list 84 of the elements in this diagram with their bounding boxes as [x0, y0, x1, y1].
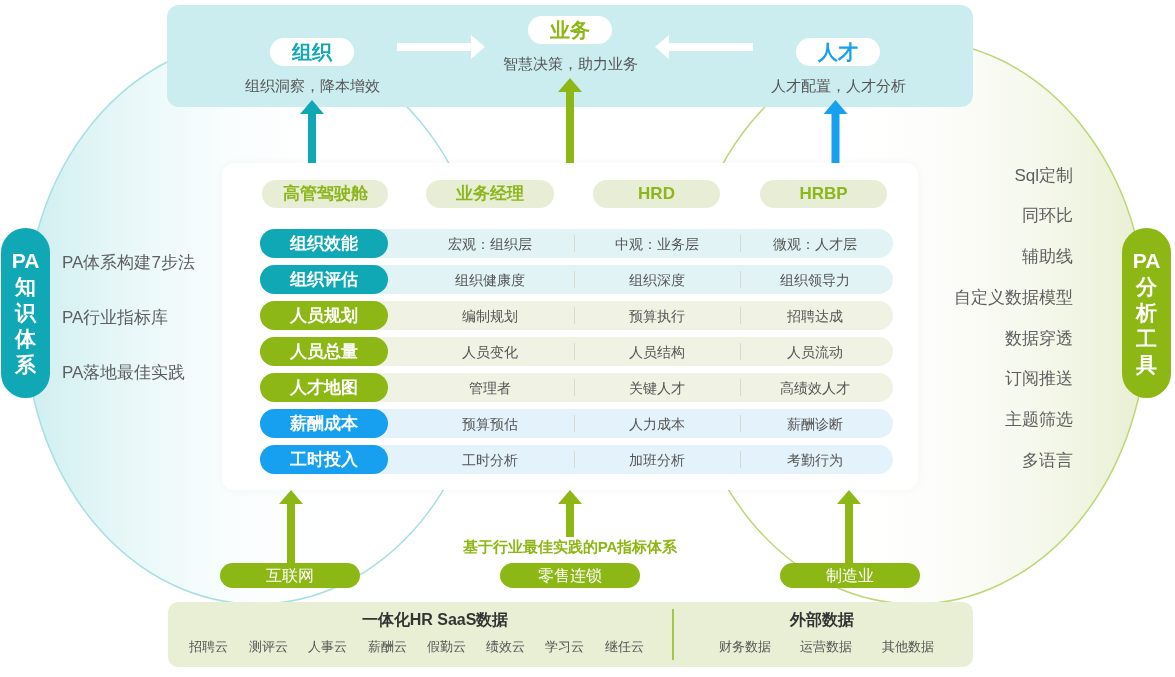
heading-pill: 组织 [270, 38, 354, 66]
arrow [558, 78, 582, 163]
section-heading: 基于行业最佳实践的PA指标体系 [462, 537, 678, 557]
metric-text: 管理者 [469, 378, 511, 397]
row-header-pill: 人员总量 [260, 337, 388, 366]
row-header-pill: 组织评估 [260, 265, 388, 294]
source-item: 测评云 [248, 638, 288, 656]
role-header: 业务经理 [426, 180, 554, 208]
subtitle: 智慧决策，助力业务 [502, 54, 638, 74]
source-item: 招聘云 [188, 638, 228, 656]
metric-text: 组织深度 [629, 270, 685, 289]
metric-text: 加班分析 [629, 450, 685, 469]
row-band [260, 337, 893, 366]
metric-text: 人员变化 [462, 342, 518, 361]
metric-text: 组织领导力 [780, 270, 850, 289]
row-header-pill: 人员规划 [260, 301, 388, 330]
metric-text: 预算预估 [462, 414, 518, 433]
row-band [260, 445, 893, 474]
metric-text: 薪酬诊断 [787, 414, 843, 433]
arrow [279, 490, 303, 563]
source-item: 继任云 [604, 638, 644, 656]
matrix-panel [222, 163, 918, 490]
industry-pill: 零售连锁 [500, 563, 640, 588]
row-header-pill: 组织效能 [260, 229, 388, 258]
metric-text: 招聘达成 [787, 306, 843, 325]
industry-pill: 互联网 [220, 563, 360, 588]
metric-text: 考勤行为 [787, 450, 843, 469]
side-tab: PA知识体系 [1, 228, 50, 398]
row-header-pill: 人才地图 [260, 373, 388, 402]
row-band [260, 409, 893, 438]
subtitle: 人才配置，人才分析 [770, 76, 906, 96]
list-item: 同环比 [1022, 205, 1073, 227]
list-item: 辅助线 [1022, 246, 1073, 268]
metric-text: 预算执行 [629, 306, 685, 325]
row-header-pill: 薪酬成本 [260, 409, 388, 438]
source-item: 绩效云 [485, 638, 525, 656]
source-item: 人事云 [307, 638, 347, 656]
list-item: 主题筛选 [1005, 409, 1073, 431]
heading-pill: 人才 [796, 38, 880, 66]
list-item: 多语言 [1022, 450, 1073, 472]
role-header: HRD [593, 180, 720, 208]
metric-text: 高绩效人才 [780, 378, 850, 397]
metric-text: 宏观：组织层 [448, 234, 532, 253]
row-band [260, 229, 893, 258]
heading-pill: 业务 [528, 16, 612, 44]
list-item: PA体系构建7步法 [62, 252, 195, 274]
metric-text: 组织健康度 [455, 270, 525, 289]
metric-text: 工时分析 [462, 450, 518, 469]
industry-pill: 制造业 [780, 563, 920, 588]
metric-text: 编制规划 [462, 306, 518, 325]
list-item: Sql定制 [1014, 165, 1073, 187]
metric-text: 中观：业务层 [615, 234, 699, 253]
data-source-panel [168, 602, 973, 667]
source-item: 薪酬云 [367, 638, 407, 656]
subtitle: 组织洞察，降本增效 [244, 76, 380, 96]
metric-text: 人员结构 [629, 342, 685, 361]
list-item: 数据穿透 [1005, 328, 1073, 350]
role-header: 高管驾驶舱 [262, 180, 388, 208]
list-item: 订阅推送 [1005, 368, 1073, 390]
list-item: PA行业指标库 [62, 307, 169, 329]
arrow [823, 100, 848, 163]
metric-text: 人员流动 [787, 342, 843, 361]
list-item: PA落地最佳实践 [62, 362, 186, 384]
panel-heading: 外部数据 [790, 610, 854, 630]
list-item: 自定义数据模型 [954, 287, 1073, 309]
metric-text: 人力成本 [629, 414, 685, 433]
row-band [260, 373, 893, 402]
arrow [837, 490, 861, 563]
source-item: 其他数据 [882, 638, 934, 656]
side-tab: PA分析工具 [1122, 228, 1171, 398]
role-header: HRBP [760, 180, 887, 208]
metric-text: 微观：人才层 [773, 234, 857, 253]
row-header-pill: 工时投入 [260, 445, 388, 474]
source-item: 财务数据 [719, 638, 771, 656]
metric-text: 关键人才 [629, 378, 685, 397]
row-band [260, 265, 893, 294]
goal-panel [167, 5, 973, 107]
source-item: 运营数据 [800, 638, 852, 656]
source-item: 假勤云 [426, 638, 466, 656]
arrow [300, 100, 324, 163]
source-item: 学习云 [544, 638, 584, 656]
arrow [655, 35, 753, 59]
row-band [260, 301, 893, 330]
panel-heading: 一体化HR SaaS数据 [361, 610, 509, 630]
